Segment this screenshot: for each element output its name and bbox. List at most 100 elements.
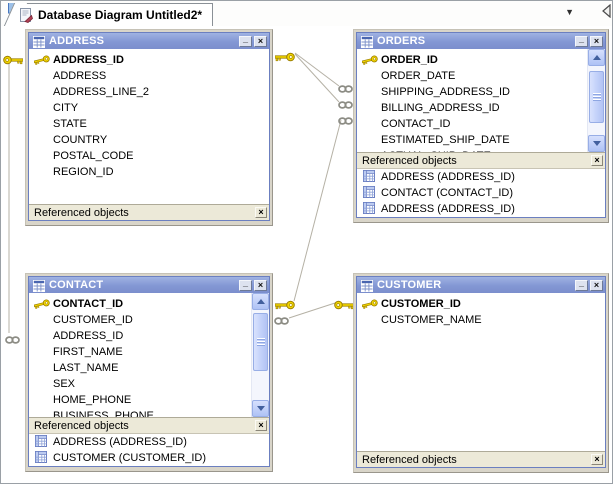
table-grid-icon [35, 434, 47, 450]
refbar-close-button[interactable]: × [255, 207, 267, 218]
foreign-key-link-icon[interactable] [274, 313, 289, 331]
scroll-down-icon [592, 141, 601, 146]
referenced-object-item[interactable]: ADDRESS (ADDRESS_ID) [357, 201, 605, 217]
referenced-objects-list: ADDRESS (ADDRESS_ID) CUSTOMER (CUSTOMER_I… [29, 433, 269, 466]
field-row[interactable]: CUSTOMER_ID [29, 312, 251, 328]
minimize-button[interactable]: _ [575, 34, 588, 47]
field-row[interactable]: CUSTOMER_NAME [357, 312, 605, 328]
field-row[interactable]: CONTACT_ID [29, 296, 251, 312]
referenced-objects-bar: Referenced objects × [29, 417, 269, 433]
table-title: CUSTOMER [377, 279, 442, 291]
referenced-object-item[interactable]: CONTACT (CONTACT_ID) [357, 185, 605, 201]
field-row[interactable]: STATE [29, 116, 269, 132]
relationship-line[interactable] [293, 119, 342, 302]
primary-key-icon [33, 55, 50, 65]
table-titlebar[interactable]: ADDRESS _ × [29, 33, 269, 49]
referenced-object-text: ADDRESS (ADDRESS_ID) [381, 203, 515, 215]
table-titlebar[interactable]: ORDERS _ × [357, 33, 605, 49]
foreign-key-link-icon[interactable] [338, 81, 353, 99]
minimize-button[interactable]: _ [575, 278, 588, 291]
field-row[interactable]: ESTIMATED_SHIP_DATE [357, 132, 587, 148]
table-title: ADDRESS [49, 35, 105, 47]
field-row[interactable]: CITY [29, 100, 269, 116]
referenced-object-item[interactable]: CUSTOMER (CUSTOMER_ID) [29, 450, 269, 466]
field-row[interactable]: BUSINESS_PHONE [29, 408, 251, 417]
field-name: ACTUAL_SHIP_DATE [381, 150, 491, 152]
primary-key-icon[interactable] [3, 52, 24, 70]
field-row[interactable]: HOME_PHONE [29, 392, 251, 408]
primary-key-icon[interactable] [274, 297, 295, 315]
diagram-canvas[interactable]: ADDRESS _ × ADDRESS_ID ADDRESS ADDRESS_LIN… [1, 26, 612, 483]
close-button[interactable]: × [590, 279, 603, 291]
field-row[interactable]: ADDRESS_ID [29, 52, 269, 68]
scrollbar-thumb[interactable] [589, 71, 604, 123]
field-row[interactable]: LAST_NAME [29, 360, 251, 376]
refbar-close-button[interactable]: × [591, 155, 603, 166]
field-row[interactable]: CONTACT_ID [357, 116, 587, 132]
field-row[interactable]: ADDRESS_ID [29, 328, 251, 344]
referenced-objects-bar: Referenced objects × [29, 204, 269, 220]
scroll-up-button[interactable] [252, 293, 269, 310]
scroll-down-button[interactable] [588, 135, 605, 152]
vertical-scrollbar[interactable] [251, 293, 269, 417]
close-button[interactable]: × [254, 279, 267, 291]
close-button[interactable]: × [254, 35, 267, 47]
tab-list-dropdown-icon[interactable]: ▼ [565, 7, 574, 17]
field-name: HOME_PHONE [53, 394, 132, 406]
primary-key-icon[interactable] [274, 49, 295, 67]
table-titlebar[interactable]: CUSTOMER _ × [357, 277, 605, 293]
referenced-objects-list: ADDRESS (ADDRESS_ID)CONTACT (CONTACT_ID)… [357, 168, 605, 217]
field-row[interactable]: CUSTOMER_ID [357, 296, 605, 312]
field-row[interactable]: ORDER_ID [357, 52, 587, 68]
relationship-line[interactable] [288, 302, 336, 319]
field-row[interactable]: SEX [29, 376, 251, 392]
minimize-button[interactable]: _ [239, 278, 252, 291]
scroll-down-button[interactable] [252, 400, 269, 417]
scroll-up-icon [256, 299, 265, 304]
refbar-close-button[interactable]: × [591, 454, 603, 465]
relationship-line[interactable] [294, 53, 340, 103]
field-name: COUNTRY [53, 134, 108, 146]
field-row[interactable]: COUNTRY [29, 132, 269, 148]
field-name: ADDRESS_LINE_2 [53, 86, 149, 98]
minimize-button[interactable]: _ [239, 34, 252, 47]
scrollbar-thumb[interactable] [253, 313, 268, 371]
field-row[interactable]: ORDER_DATE [357, 68, 587, 84]
field-row[interactable]: FIRST_NAME [29, 344, 251, 360]
relationship-line[interactable] [294, 52, 340, 87]
scroll-tabs-icon[interactable] [601, 3, 612, 19]
field-name: ADDRESS [53, 70, 107, 82]
primary-key-icon [361, 299, 378, 309]
close-button[interactable]: × [590, 35, 603, 47]
tab-database-diagram[interactable]: Database Diagram Untitled2* [15, 3, 214, 26]
referenced-object-item[interactable]: ADDRESS (ADDRESS_ID) [29, 434, 269, 450]
foreign-key-link-icon[interactable] [338, 97, 353, 115]
foreign-key-link-icon[interactable] [5, 332, 20, 350]
referenced-objects-label: Referenced objects [34, 206, 129, 219]
field-name: ADDRESS_ID [53, 330, 124, 342]
field-row[interactable]: ADDRESS_LINE_2 [29, 84, 269, 100]
field-name: POSTAL_CODE [53, 150, 134, 162]
refbar-close-button[interactable]: × [255, 420, 267, 431]
field-name: FIRST_NAME [53, 346, 123, 358]
foreign-key-link-icon[interactable] [338, 113, 353, 131]
field-row[interactable]: POSTAL_CODE [29, 148, 269, 164]
field-name: REGION_ID [53, 166, 114, 178]
field-row[interactable]: REGION_ID [29, 164, 269, 180]
field-row[interactable]: SHIPPING_ADDRESS_ID [357, 84, 587, 100]
table-grid-icon [361, 35, 373, 48]
primary-key-icon[interactable] [334, 297, 355, 315]
field-row[interactable]: ACTUAL_SHIP_DATE [357, 148, 587, 152]
referenced-object-item[interactable]: ADDRESS (ADDRESS_ID) [357, 169, 605, 185]
referenced-object-text: CUSTOMER (CUSTOMER_ID) [53, 452, 206, 464]
field-row[interactable]: ADDRESS [29, 68, 269, 84]
field-row[interactable]: BILLING_ADDRESS_ID [357, 100, 587, 116]
table-titlebar[interactable]: CONTACT _ × [29, 277, 269, 293]
vertical-scrollbar[interactable] [587, 49, 605, 152]
scroll-up-button[interactable] [588, 49, 605, 66]
tab-strip: Database Diagram Untitled2* ▼ [1, 1, 612, 26]
